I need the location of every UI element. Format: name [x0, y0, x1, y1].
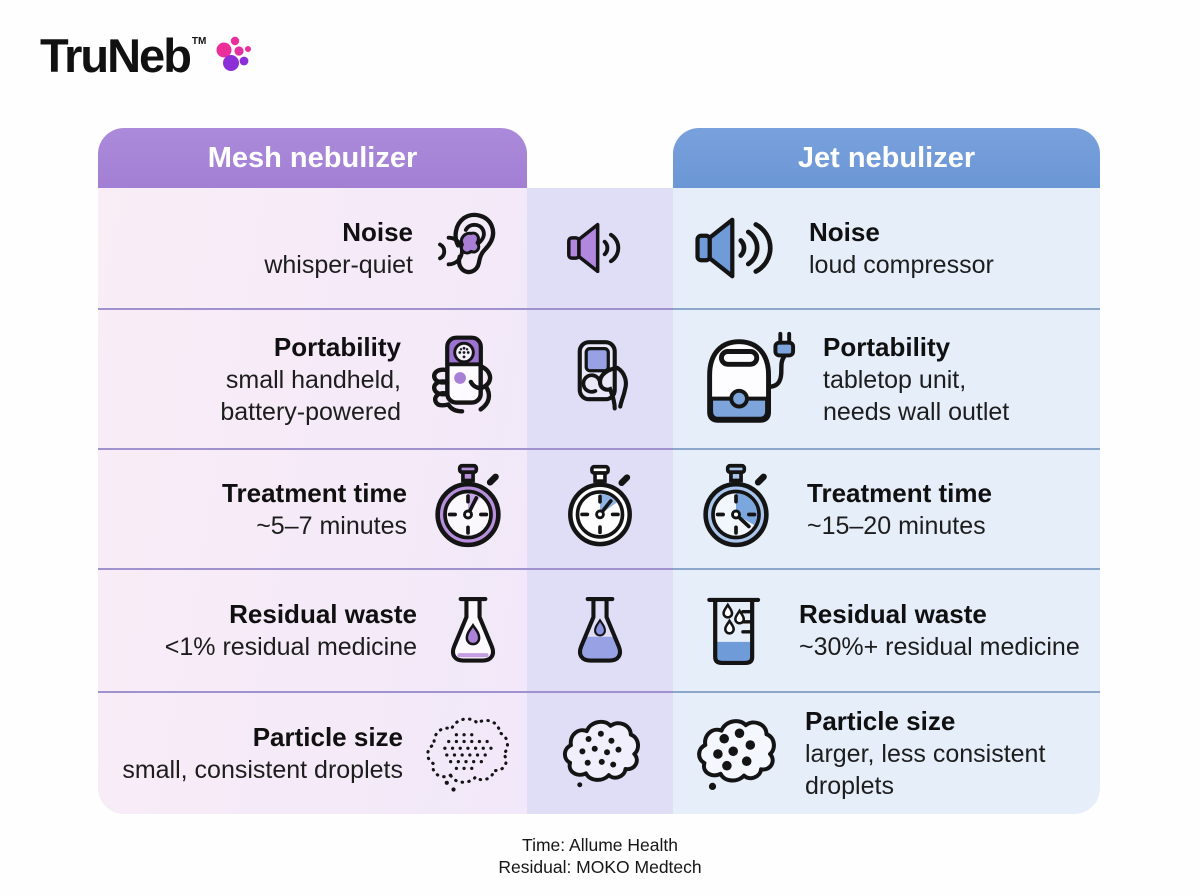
feature-value: small handheld, battery-powered — [220, 365, 401, 426]
table-row-portability-mesh: Portability small handheld, battery-powe… — [98, 308, 527, 448]
mesh-residual-text: Residual waste <1% residual medicine — [165, 598, 417, 663]
feature-value: <1% residual medicine — [164, 633, 417, 661]
jet-portability-text: Portability tabletop unit, needs wall ou… — [823, 331, 1009, 428]
feature-label: Particle size — [805, 706, 956, 736]
tabletop-compressor-icon — [690, 329, 798, 429]
table-row-residual-mesh: Residual waste <1% residual medicine — [98, 568, 527, 691]
brand-logo: TruNeb TM — [40, 30, 256, 82]
mesh-header-label: Mesh nebulizer — [207, 141, 418, 174]
jet-time-text: Treatment time ~15–20 minutes — [807, 477, 992, 542]
mesh-column-panel: Noise whisper-quiet Portability small ha… — [98, 188, 527, 814]
feature-label: Portability — [273, 331, 401, 362]
jet-residual-text: Residual waste ~30%+ residual medicine — [799, 598, 1080, 663]
table-row-noise-jet: Noise loud compressor — [673, 188, 1100, 308]
table-row-residual-middle — [527, 568, 673, 691]
middle-column-panel — [527, 188, 673, 814]
feature-label: Noise — [809, 216, 880, 247]
feature-label: Particle size — [252, 722, 403, 752]
table-row-time-jet: Treatment time ~15–20 minutes — [673, 448, 1100, 568]
table-row-residual-jet: Residual waste ~30%+ residual medicine — [673, 568, 1100, 691]
jet-particle-text: Particle size larger, less consistent dr… — [805, 705, 1045, 802]
table-row-portability-middle — [527, 308, 673, 448]
feature-value: loud compressor — [809, 250, 994, 279]
mesh-column-header: Mesh nebulizer — [98, 128, 527, 188]
jet-noise-text: Noise loud compressor — [809, 216, 994, 281]
feature-value: larger, less consistent droplets — [805, 740, 1046, 800]
feature-value: ~5–7 minutes — [256, 511, 407, 540]
source-line-residual: Residual: MOKO Medtech — [498, 857, 702, 877]
handheld-device-icon — [554, 333, 646, 425]
stopwatch-long-icon — [690, 463, 782, 555]
table-row-noise-middle — [527, 188, 673, 308]
jet-column-header: Jet nebulizer — [673, 128, 1100, 188]
feature-value: whisper-quiet — [264, 250, 413, 279]
table-row-time-middle — [527, 448, 673, 568]
speaker-loud-icon — [690, 201, 784, 295]
jet-column-panel: Noise loud compressor Portability tablet… — [673, 188, 1100, 814]
medium-droplet-cloud-icon — [556, 710, 644, 798]
feature-value: ~30%+ residual medicine — [799, 633, 1080, 661]
feature-label: Residual waste — [799, 599, 987, 629]
fine-mist-cloud-icon — [418, 706, 514, 802]
flask-low-residue-icon — [432, 590, 514, 672]
ear-sound-icon — [428, 205, 514, 291]
stopwatch-short-icon — [422, 463, 514, 555]
table-row-particle-mesh: Particle size small, consistent droplets — [98, 691, 527, 814]
jet-header-label: Jet nebulizer — [797, 141, 976, 174]
feature-label: Portability — [823, 331, 951, 362]
mesh-noise-text: Noise whisper-quiet — [264, 216, 413, 281]
table-row-portability-jet: Portability tabletop unit, needs wall ou… — [673, 308, 1100, 448]
mesh-particle-text: Particle size small, consistent droplets — [122, 721, 403, 786]
trademark-symbol: TM — [191, 36, 207, 47]
source-footer: Time: Allume Health Residual: MOKO Medte… — [0, 834, 1200, 878]
feature-label: Noise — [342, 216, 413, 247]
logo-dots-icon — [216, 36, 252, 71]
feature-label: Treatment time — [222, 477, 407, 508]
table-row-particle-jet: Particle size larger, less consistent dr… — [673, 691, 1100, 814]
flask-partial-fill-icon — [559, 590, 641, 672]
stopwatch-medium-icon — [555, 464, 645, 554]
feature-label: Treatment time — [807, 477, 992, 508]
feature-value: ~15–20 minutes — [807, 511, 986, 540]
beaker-high-residue-icon — [690, 589, 774, 673]
large-droplet-cloud-icon — [690, 709, 780, 799]
mesh-portability-text: Portability small handheld, battery-powe… — [220, 331, 401, 428]
mesh-time-text: Treatment time ~5–7 minutes — [222, 477, 407, 542]
feature-value: small, consistent droplets — [122, 756, 403, 784]
table-row-time-mesh: Treatment time ~5–7 minutes — [98, 448, 527, 568]
brand-logo-text: TruNeb — [40, 29, 192, 82]
source-line-time: Time: Allume Health — [522, 835, 678, 855]
table-row-noise-mesh: Noise whisper-quiet — [98, 188, 527, 308]
feature-label: Residual waste — [229, 599, 417, 629]
speaker-medium-icon — [561, 209, 639, 287]
handheld-in-hand-icon — [416, 330, 514, 428]
table-row-particle-middle — [527, 691, 673, 814]
feature-value: tabletop unit, needs wall outlet — [823, 365, 1010, 426]
